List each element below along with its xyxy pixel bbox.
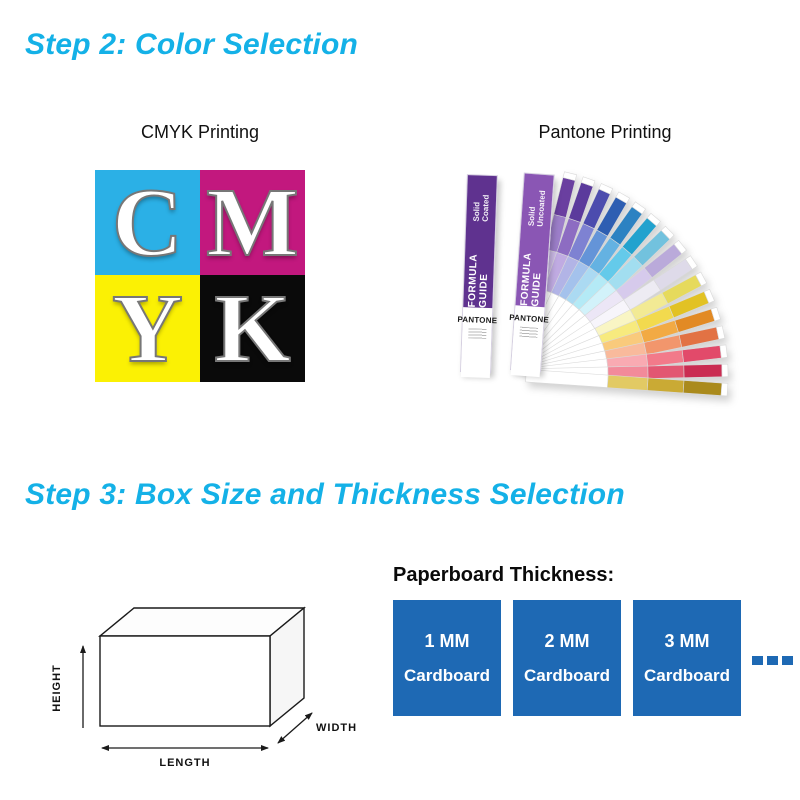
thickness-tile-3mm: 3 MM Cardboard [633, 600, 741, 716]
cmyk-tile-cyan: C [95, 170, 200, 275]
thickness-material: Cardboard [524, 665, 610, 685]
guide-fineprint [518, 326, 538, 338]
cmyk-letter-k: K [213, 274, 291, 383]
thickness-size: 3 MM [664, 630, 710, 651]
guide-coated-subtitle: Solid Coated [471, 194, 491, 223]
thickness-size: 1 MM [424, 630, 470, 651]
cmyk-letter-y: Y [111, 274, 184, 383]
pantone-fan-image: FORMULA GUIDE Solid Coated PANTONE FORMU… [448, 162, 766, 397]
paperboard-thickness-heading: Paperboard Thickness: [393, 564, 615, 586]
thickness-material: Cardboard [644, 665, 730, 685]
guide-coated-title: FORMULA GUIDE [466, 254, 490, 308]
thickness-material: Cardboard [404, 665, 490, 685]
pantone-brand-text: PANTONE [457, 314, 498, 326]
guide-coated-cover: FORMULA GUIDE Solid Coated [463, 175, 497, 309]
step2-title: Step 2: Color Selection [25, 28, 358, 61]
cmyk-tile-magenta: M [200, 170, 305, 275]
thickness-tile-1mm: 1 MM Cardboard [393, 600, 501, 716]
step3-title: Step 3: Box Size and Thickness Selection [25, 478, 625, 511]
thickness-size: 2 MM [544, 630, 590, 651]
thickness-options: 1 MM Cardboard 2 MM Cardboard 3 MM Cardb… [393, 600, 741, 716]
cmyk-letter-m: M [205, 168, 299, 277]
cmyk-grid: C M Y K [95, 170, 305, 382]
box-top-face [98, 607, 306, 637]
ellipsis-dash [767, 656, 778, 665]
ellipsis-dash [782, 656, 793, 665]
box-front-face [99, 635, 271, 727]
cmyk-tile-black: K [200, 275, 305, 382]
cmyk-letter-c: C [111, 168, 184, 277]
cmyk-tile-yellow: Y [95, 275, 200, 382]
pantone-brand-text: PANTONE [508, 312, 550, 325]
cmyk-printing-label: CMYK Printing [140, 122, 260, 142]
thickness-tile-2mm: 2 MM Cardboard [513, 600, 621, 716]
guide-uncoated-subtitle: Solid Uncoated [526, 189, 548, 227]
height-label: HEIGHT [51, 664, 63, 712]
pantone-printing-label: Pantone Printing [538, 122, 672, 142]
guide-uncoated-title: FORMULA GUIDE [519, 252, 544, 308]
more-options-ellipsis [752, 656, 793, 665]
width-label: WIDTH [316, 722, 357, 734]
length-label: LENGTH [159, 757, 210, 769]
ellipsis-dash [752, 656, 763, 665]
width-arrow [277, 712, 313, 744]
box-dimensions-diagram: HEIGHT LENGTH WIDTH [51, 606, 357, 769]
guide-fineprint [467, 328, 487, 339]
